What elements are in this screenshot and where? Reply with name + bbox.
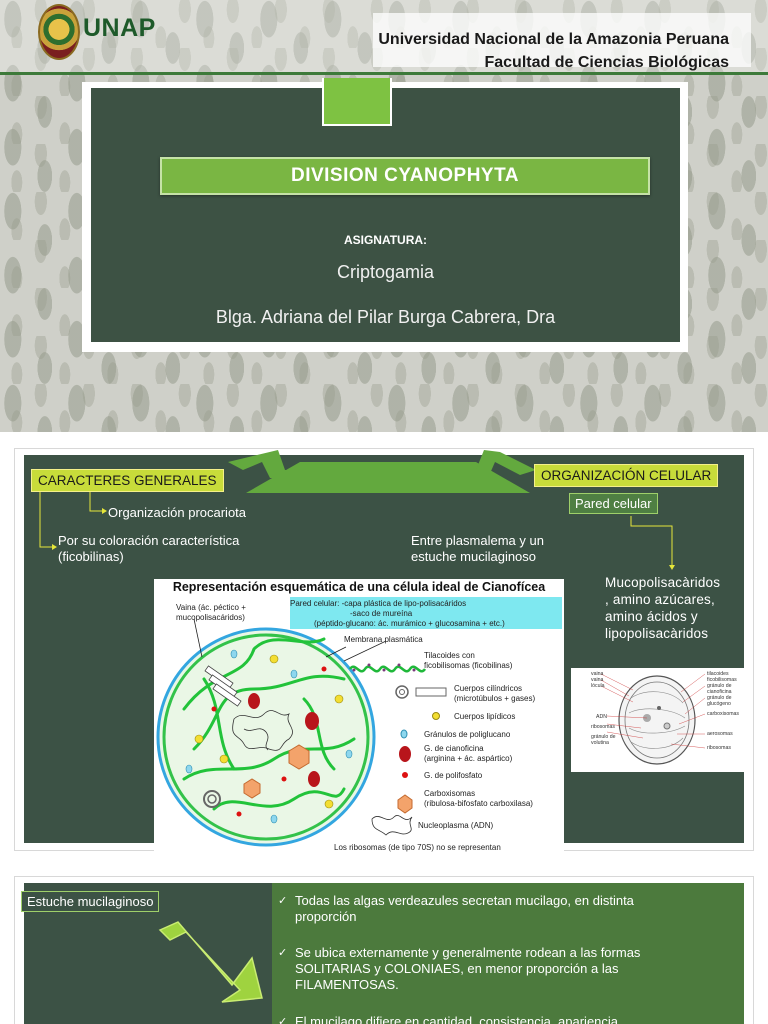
sf-right-4: cianoficina bbox=[707, 689, 732, 695]
tilacoides-label-1: Tilacoides con bbox=[424, 651, 475, 660]
sf-right-3: gránulo de bbox=[707, 683, 732, 689]
bullet-2-line-2: SOLITARIAS y COLONIAES, en menor proporc… bbox=[295, 961, 619, 976]
procariota-text: Organización procariota bbox=[108, 505, 247, 520]
estuche-mucilaginoso-box: Estuche mucilaginoso bbox=[21, 891, 160, 912]
bullet-3-line-1: El mucilago difiere en cantidad, consist… bbox=[295, 1014, 619, 1024]
carboxisomas-label-1: Carboxisomas bbox=[424, 789, 476, 798]
cell-ultrastructure-diagram: vaina vaina lócula ADN ribosomas gránulo… bbox=[571, 668, 746, 772]
caracteres-generales-box: CARACTERES GENERALES bbox=[31, 469, 224, 492]
entre-text-1: Entre plasmalema y un bbox=[411, 533, 544, 548]
sf-right-1: tilacoides bbox=[707, 671, 729, 677]
ultrastructure-drawing bbox=[600, 673, 706, 765]
logo-text: UNAP bbox=[83, 14, 156, 42]
sf-right-6: glucógeno bbox=[707, 701, 731, 707]
check-icon: ✓ bbox=[278, 1015, 288, 1024]
cianoficina-label-2: (arginina + ác. aspártico) bbox=[424, 754, 513, 763]
title-card-tab bbox=[322, 78, 392, 126]
header-divider bbox=[0, 72, 768, 75]
title-bar: DIVISION CYANOPHYTA bbox=[160, 157, 650, 195]
faculty-name: Facultad de Ciencias Biológicas bbox=[484, 54, 729, 71]
bullet-1-line-1: Todas las algas verdeazules secretan muc… bbox=[295, 893, 634, 908]
muco-text-3: amino ácidos y bbox=[605, 609, 698, 624]
sf-right-8: aerosomas bbox=[707, 731, 733, 737]
organizacion-celular-box: ORGANIZACIÓN CELULAR bbox=[534, 464, 719, 487]
cuerpos-label-1: Cuerpos cilíndricos bbox=[454, 684, 523, 693]
title-card bbox=[91, 88, 680, 342]
university-name: Universidad Nacional de la Amazonia Peru… bbox=[378, 31, 729, 48]
sf-left-4: ADN bbox=[596, 714, 607, 720]
coloracion-text-1: Por su coloración característica bbox=[58, 533, 240, 548]
sf-right-7: carboxisomas bbox=[707, 711, 740, 717]
cyanophyte-cell-diagram: Representación esquemática de una célula… bbox=[154, 579, 564, 855]
pared-celular-box: Pared celular bbox=[569, 493, 658, 514]
university-name-box: Universidad Nacional de la Amazonia Peru… bbox=[373, 13, 751, 71]
muco-text-2: , amino azúcares, bbox=[605, 592, 715, 607]
bullet-panel bbox=[272, 883, 744, 1024]
bullet-2-line-3: FILAMENTOSAS. bbox=[295, 977, 399, 992]
entre-text-2: estuche mucilaginoso bbox=[411, 549, 537, 564]
pared-label-1: Pared celular: -capa plástica de lipo-po… bbox=[290, 599, 467, 608]
nucleoplasma-label: Nucleoplasma (ADN) bbox=[418, 821, 494, 830]
pared-label-3: (péptido-glucano: ác. murámico + glucosa… bbox=[314, 619, 505, 628]
pared-label-2: -saco de mureína bbox=[350, 609, 413, 618]
bullet-2-line-1: Se ubica externamente y generalmente rod… bbox=[295, 945, 641, 960]
tilacoides-label-2: ficobilisomas (ficobilinas) bbox=[424, 661, 513, 670]
poliglucano-label: Gránulos de poliglucano bbox=[424, 730, 511, 739]
coloracion-text-2: (ficobilinas) bbox=[58, 549, 124, 564]
check-icon: ✓ bbox=[278, 894, 288, 907]
cell-wall-highlight bbox=[290, 597, 562, 629]
muco-text-4: lipopolisacàridos bbox=[605, 626, 709, 641]
membrana-label: Membrana plasmática bbox=[344, 635, 423, 644]
author-name: Blga. Adriana del Pilar Burga Cabrera, D… bbox=[215, 307, 556, 327]
sf-left-2: vaina bbox=[591, 677, 604, 683]
title-slide: UNAP Universidad Nacional de la Amazonia… bbox=[0, 0, 768, 432]
cuerpos-label-2: (microtúbulos + gases) bbox=[454, 694, 536, 703]
ribosome-note: Los ribosomas (de tipo 70S) no se repres… bbox=[334, 843, 501, 852]
lipidicos-label: Cuerpos lipídicos bbox=[454, 712, 516, 721]
slide-title: DIVISION CYANOPHYTA bbox=[290, 165, 520, 186]
sf-left-6: gránulo de bbox=[591, 734, 616, 740]
cell-drawing bbox=[156, 618, 447, 847]
muco-text-1: Mucopolisacàridos bbox=[605, 575, 721, 590]
sf-left-5: ribosomas bbox=[591, 724, 615, 730]
subject-label: ASIGNATURA: bbox=[343, 233, 428, 247]
vaina-label-2: mucopolisacáridos) bbox=[176, 613, 245, 622]
sf-left-1: vaina bbox=[591, 671, 604, 677]
sf-left-3: lócula bbox=[591, 683, 605, 689]
sf-right-9: ribosomas bbox=[707, 745, 731, 751]
sf-left-7: volutina bbox=[591, 740, 609, 746]
polifosfato-label: G. de polifosfato bbox=[424, 771, 483, 780]
check-icon: ✓ bbox=[278, 946, 288, 959]
cianoficina-label-1: G. de cianoficina bbox=[424, 744, 484, 753]
sf-right-5: gránulo de bbox=[707, 695, 732, 701]
subject-name: Criptogamia bbox=[336, 262, 435, 282]
vaina-label-1: Vaina (ác. péctico + bbox=[176, 603, 246, 612]
diagram-title: Representación esquemática de una célula… bbox=[172, 580, 546, 594]
sf-right-2: ficobilisomas bbox=[707, 677, 737, 683]
university-seal-logo bbox=[38, 4, 80, 60]
carboxisomas-label-2: (ribulosa-bifosfato carboxilasa) bbox=[424, 799, 533, 808]
bullet-1-line-2: proporción bbox=[295, 909, 357, 924]
